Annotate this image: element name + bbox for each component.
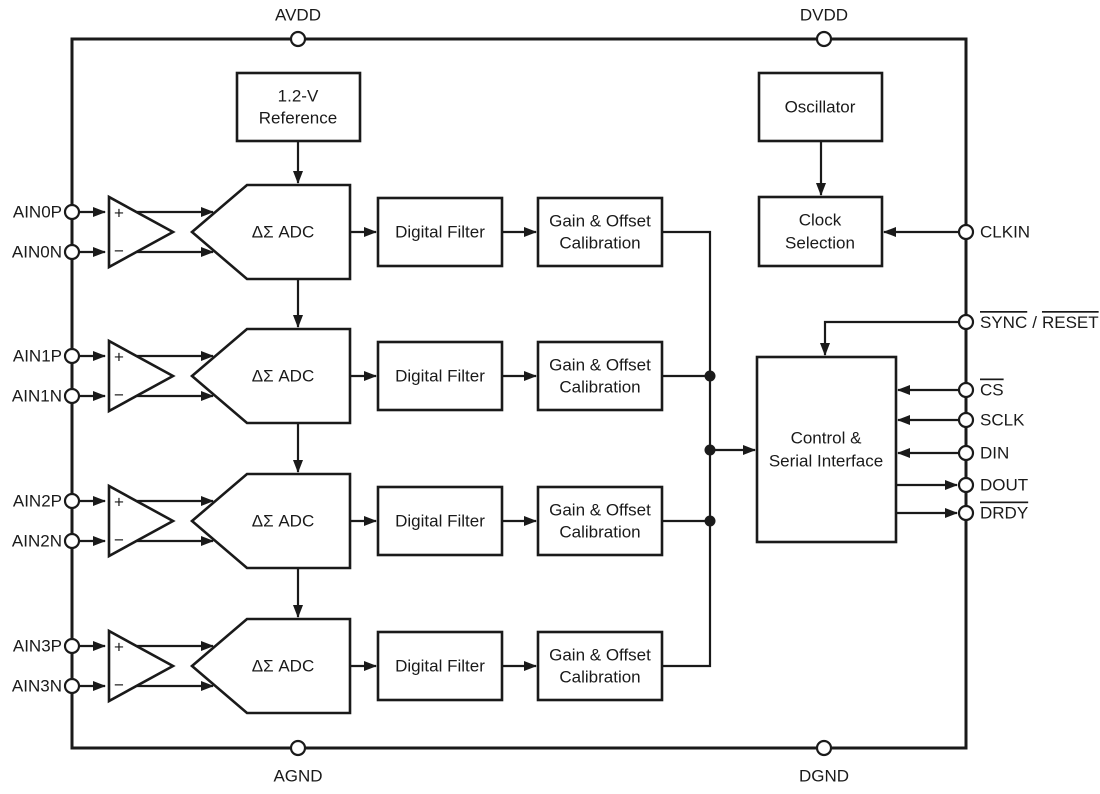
sync-label-part: SYNC (980, 313, 1027, 332)
calibration-3-label-line1: Gain & Offset (549, 646, 651, 665)
pin-label-ain3p: AIN3P (13, 637, 62, 656)
data-bus (662, 230, 712, 668)
control-label-line1: Control & (791, 429, 863, 448)
clock-selection-block (757, 195, 884, 268)
pga-3-plus: + (114, 638, 124, 657)
digital-filter-0 (376, 196, 504, 268)
pin-label-sclk: SCLK (980, 411, 1025, 430)
pga-1-plus: + (114, 348, 124, 367)
bus-junction-dot-1 (704, 370, 716, 382)
control-label-line2: Serial Interface (769, 452, 883, 471)
bus-junction-dot-3 (704, 515, 716, 527)
pga-0 (107, 194, 176, 270)
digital-filter-3 (376, 630, 504, 702)
clock-selection-label-line2: Selection (785, 234, 855, 253)
calibration-0 (536, 196, 664, 268)
pin-label-clkin: CLKIN (980, 223, 1030, 242)
adc-2-label: ΔΣ ADC (252, 512, 314, 531)
pin-label-drdy: DRDY (980, 504, 1028, 523)
reference-block (235, 71, 362, 143)
pin-label-ain0n: AIN0N (12, 243, 62, 262)
reference-label-line1: 1.2-V (278, 87, 319, 106)
sync-reset-wire (820, 320, 959, 356)
calibration-3-label-line2: Calibration (559, 668, 640, 687)
pin-label-ain1p: AIN1P (13, 347, 62, 366)
channel-3: AIN3P AIN3N + − ΔΣ ADC Digital Filter Ga… (12, 617, 664, 715)
reference-label-line2: Reference (259, 109, 337, 128)
pin-label-ain2n: AIN2N (12, 532, 62, 551)
ain0p-pin (63, 203, 81, 221)
digital-filter-3-label: Digital Filter (395, 657, 485, 676)
pin-label-ain0p: AIN0P (13, 203, 62, 222)
pin-label-dout: DOUT (980, 476, 1028, 495)
pga-2-minus: − (114, 531, 124, 550)
calibration-1-label-line2: Calibration (559, 378, 640, 397)
pga-3 (107, 628, 176, 704)
digital-filter-1-label: Digital Filter (395, 367, 485, 386)
pin-label-din: DIN (980, 444, 1009, 463)
adc-3-label: ΔΣ ADC (252, 657, 314, 676)
pin-label-ain3n: AIN3N (12, 677, 62, 696)
pga-0-minus: − (114, 242, 124, 261)
dout-pin (957, 476, 975, 494)
dgnd-pin (815, 739, 833, 757)
pin-label-ain1n: AIN1N (12, 387, 62, 406)
dvdd-pin (815, 30, 833, 48)
pga-2-plus: + (114, 493, 124, 512)
pga-2 (107, 483, 176, 559)
ain3n-pin (63, 677, 81, 695)
pin-label-ain2p: AIN2P (13, 492, 62, 511)
pin-label-dvdd: DVDD (800, 6, 848, 25)
digital-filter-2 (376, 485, 504, 557)
clock-selection-label-line1: Clock (799, 211, 842, 230)
channel-1: AIN1P AIN1N + − ΔΣ ADC Digital Filter Ga… (12, 327, 664, 425)
pin-label-agnd: AGND (273, 767, 322, 786)
digital-filter-2-label: Digital Filter (395, 512, 485, 531)
sync-reset-separator: / (1032, 313, 1037, 332)
pin-label-sync-reset: SYNC / RESET (980, 313, 1099, 332)
sync-reset-pin (957, 313, 975, 331)
adc-0-label: ΔΣ ADC (252, 223, 314, 242)
pga-1-minus: − (114, 386, 124, 405)
ain2n-pin (63, 532, 81, 550)
pga-1 (107, 338, 176, 414)
ain0n-pin (63, 243, 81, 261)
pga-0-plus: + (114, 204, 124, 223)
digital-filter-0-label: Digital Filter (395, 223, 485, 242)
drdy-pin (957, 504, 975, 522)
calibration-0-label-line1: Gain & Offset (549, 212, 651, 231)
pin-label-cs: CS (980, 381, 1004, 400)
pga-3-minus: − (114, 676, 124, 695)
adc-1-label: ΔΣ ADC (252, 367, 314, 386)
sclk-pin (957, 411, 975, 429)
bus-junction-dot-2 (704, 444, 716, 456)
reset-label-part: RESET (1042, 313, 1099, 332)
control-block (755, 355, 898, 544)
cs-pin (957, 381, 975, 399)
channel-0: AIN0P AIN0N + − ΔΣ ADC Digital Filter Ga… (12, 183, 664, 281)
avdd-pin (289, 30, 307, 48)
calibration-2 (536, 485, 664, 557)
agnd-pin (289, 739, 307, 757)
ain1p-pin (63, 347, 81, 365)
calibration-1 (536, 340, 664, 412)
calibration-2-label-line1: Gain & Offset (549, 501, 651, 520)
clkin-pin (957, 223, 975, 241)
oscillator-label: Oscillator (785, 98, 856, 117)
pin-label-avdd: AVDD (275, 6, 321, 25)
calibration-0-label-line2: Calibration (559, 234, 640, 253)
channel-2: AIN2P AIN2N + − ΔΣ ADC Digital Filter Ga… (12, 472, 664, 570)
ain1n-pin (63, 387, 81, 405)
calibration-1-label-line1: Gain & Offset (549, 356, 651, 375)
calibration-2-label-line2: Calibration (559, 523, 640, 542)
calibration-3 (536, 630, 664, 702)
ain3p-pin (63, 637, 81, 655)
din-pin (957, 444, 975, 462)
ain2p-pin (63, 492, 81, 510)
pin-label-dgnd: DGND (799, 767, 849, 786)
